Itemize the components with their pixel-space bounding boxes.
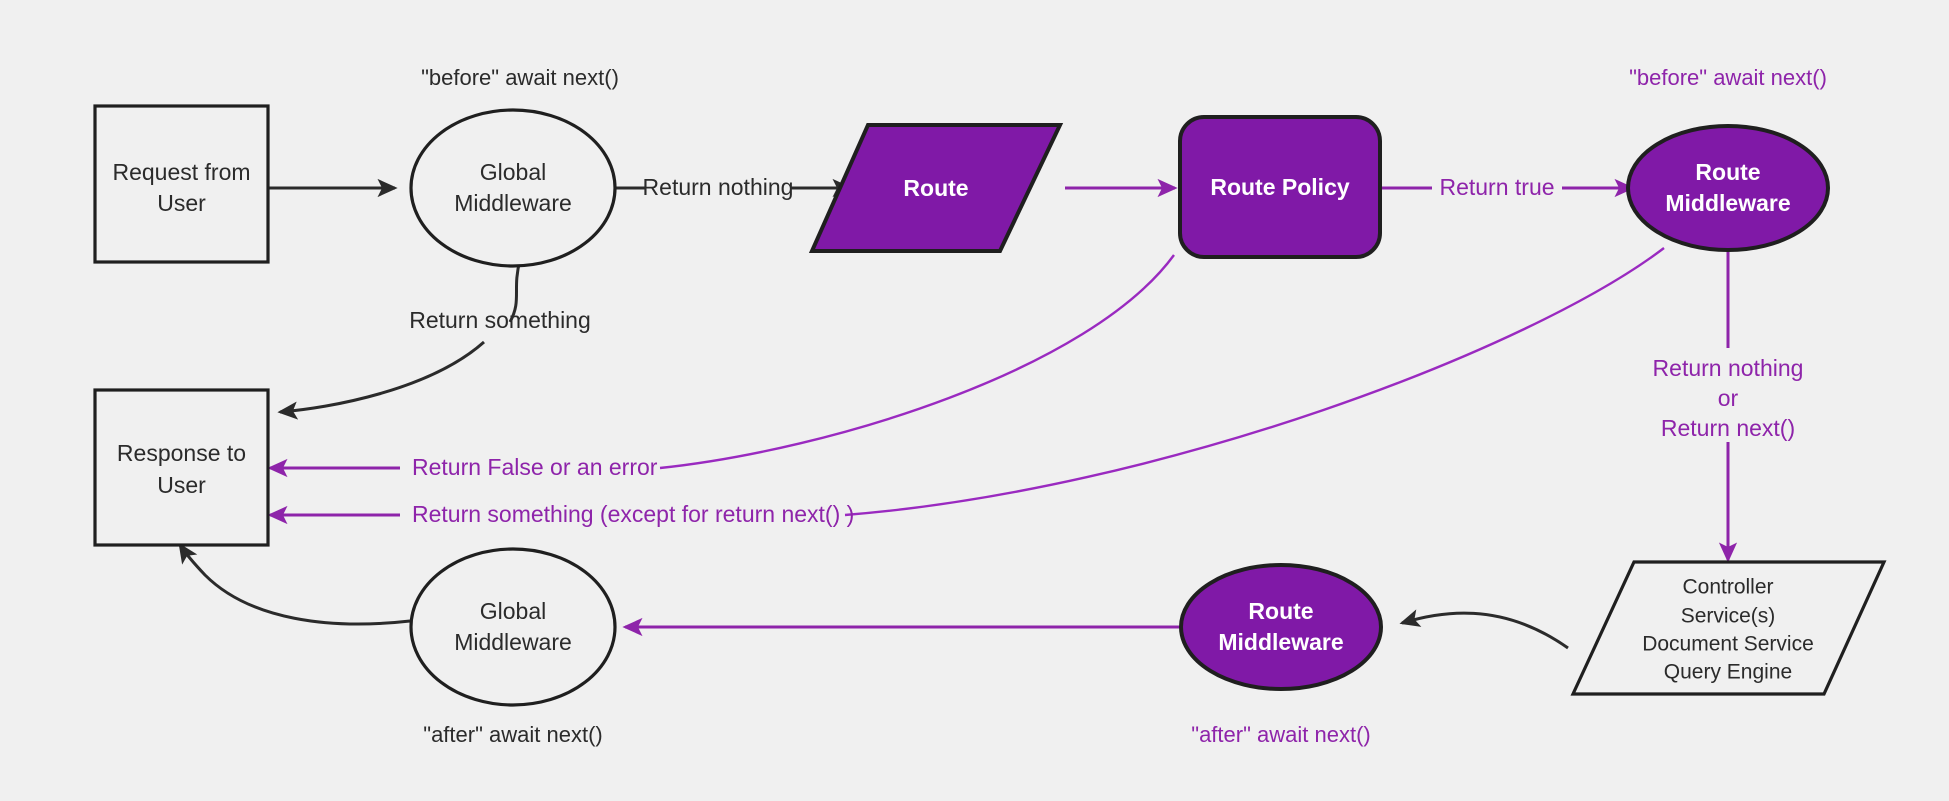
route-middleware-bottom-label-line2: Middleware — [1218, 629, 1343, 655]
edge-label-return-something-except-next: Return something (except for return next… — [412, 501, 854, 527]
node-route[interactable]: Route — [808, 123, 1064, 253]
edge-global-mw-bottom-to-response — [178, 542, 411, 626]
node-route-middleware-top[interactable]: Route Middleware — [1626, 124, 1830, 252]
node-route-middleware-bottom[interactable]: Route Middleware — [1179, 563, 1383, 691]
request-from-user-shape — [93, 104, 270, 264]
edge-label-return-true: Return true — [1439, 174, 1554, 200]
controller-stack-label-line2: Service(s) — [1681, 605, 1776, 628]
global-middleware-top-label-line2: Middleware — [454, 190, 572, 216]
global-middleware-bottom-label-line2: Middleware — [454, 629, 572, 655]
edge-return-something-to-response — [277, 340, 485, 420]
route-middleware-bottom-shape — [1179, 563, 1383, 691]
edge-controller-to-route-middleware-bottom — [1399, 609, 1569, 650]
route-policy-label: Route Policy — [1210, 174, 1350, 200]
node-request-from-user[interactable]: Request from User — [93, 104, 270, 264]
route-label: Route — [903, 175, 968, 201]
node-route-policy[interactable]: Route Policy — [1178, 115, 1382, 259]
annotation-before-await-next-top-right: "before" await next() — [1629, 65, 1827, 90]
edge-route-policy-to-response-curve — [659, 254, 1175, 470]
response-to-user-label-line2: User — [157, 472, 206, 498]
edge-label-return-false-or-error: Return False or an error — [412, 454, 658, 480]
edge-route-middleware-to-response-curve — [844, 247, 1665, 517]
node-global-middleware-bottom[interactable]: Global Middleware — [409, 547, 617, 707]
request-from-user-label-line1: Request from — [112, 159, 250, 185]
route-shape — [808, 123, 1064, 253]
global-middleware-top-label-line1: Global — [480, 159, 546, 185]
route-middleware-top-label-line1: Route — [1695, 159, 1760, 185]
response-to-user-shape — [93, 388, 270, 547]
route-middleware-top-shape — [1626, 124, 1830, 252]
controller-stack-label-line3: Document Service — [1642, 633, 1814, 656]
annotation-before-await-next-top-left: "before" await next() — [421, 65, 619, 90]
route-middleware-bottom-label-line1: Route — [1248, 598, 1313, 624]
node-controller-stack[interactable]: Controller Service(s) Document Service Q… — [1570, 560, 1887, 696]
controller-stack-shape — [1570, 560, 1887, 696]
controller-stack-label-line1: Controller — [1682, 576, 1773, 599]
annotation-after-await-next-bottom-left: "after" await next() — [423, 722, 602, 747]
route-policy-shape — [1178, 115, 1382, 259]
global-middleware-bottom-shape — [409, 547, 617, 707]
edge-label-return-nothing-or-next-line3: Return next() — [1661, 415, 1795, 441]
edge-label-return-nothing: Return nothing — [643, 174, 794, 200]
route-middleware-top-label-line2: Middleware — [1665, 190, 1790, 216]
edge-label-return-nothing-or-next-line2: or — [1718, 385, 1739, 411]
response-to-user-label-line1: Response to — [117, 440, 246, 466]
edge-label-return-nothing-or-next-line1: Return nothing — [1653, 355, 1804, 381]
node-global-middleware-top[interactable]: Global Middleware — [409, 108, 617, 268]
annotation-after-await-next-bottom-right: "after" await next() — [1191, 722, 1370, 747]
global-middleware-top-shape — [409, 108, 617, 268]
node-response-to-user[interactable]: Response to User — [93, 388, 270, 547]
request-from-user-label-line2: User — [157, 190, 206, 216]
edge-label-return-something-top: Return something — [409, 307, 591, 333]
controller-stack-label-line4: Query Engine — [1664, 661, 1792, 684]
global-middleware-bottom-label-line1: Global — [480, 598, 546, 624]
edge-return-something-stub-upper — [508, 259, 522, 323]
